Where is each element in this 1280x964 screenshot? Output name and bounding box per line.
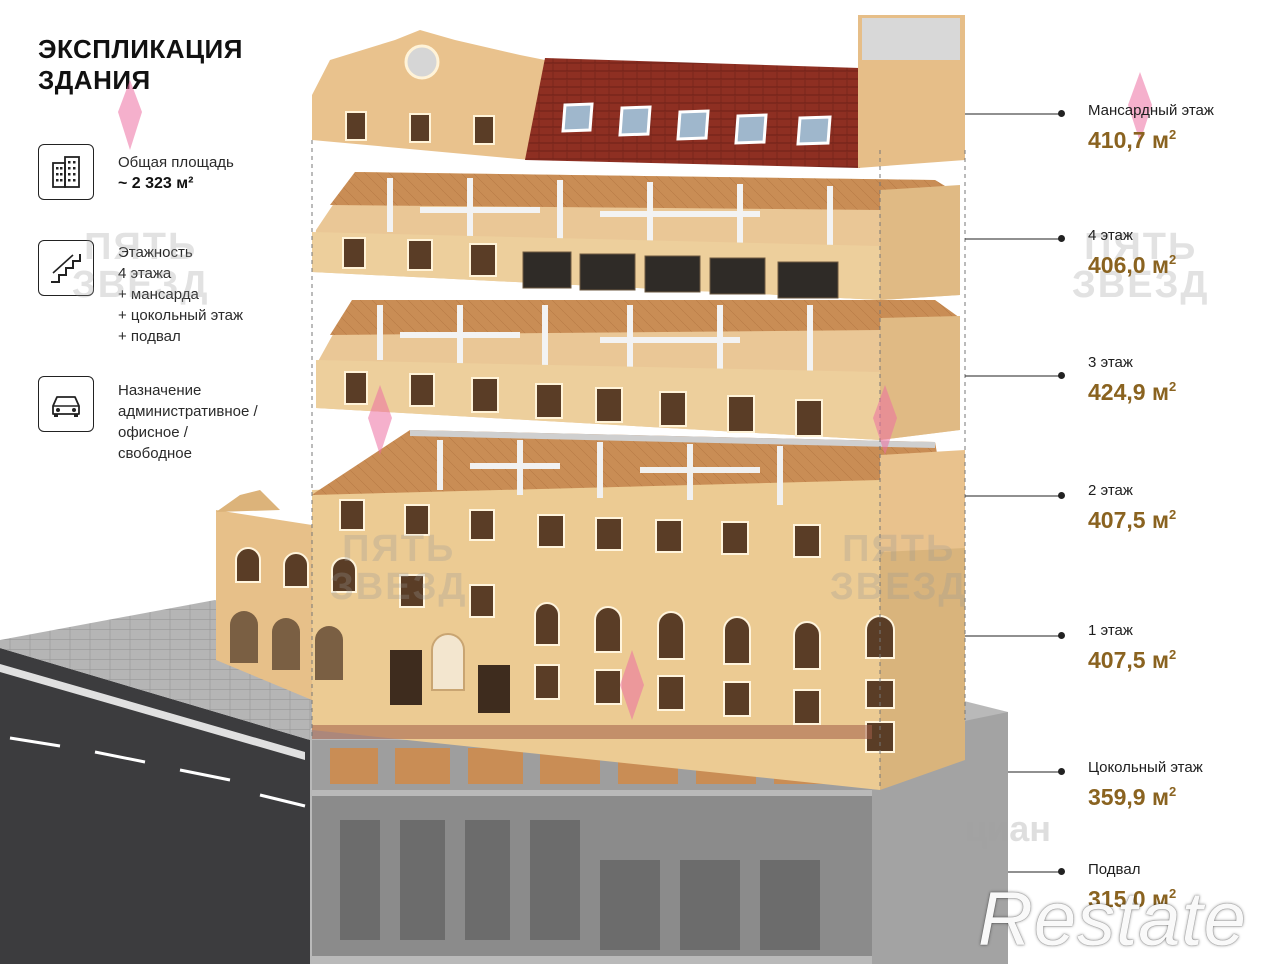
floor-name: Подвал — [1088, 861, 1141, 878]
car-icon — [38, 376, 94, 432]
floor-count-line-2: 4 этажа — [118, 265, 172, 282]
cian-watermark: циан — [965, 808, 1052, 849]
marker-dot — [1058, 768, 1065, 775]
floor-count-line-1: Этажность — [118, 244, 193, 261]
floor-label-mansard: Мансардный этаж 410,7 м2 — [1088, 102, 1214, 155]
floor-area: 315,0 м2 — [1088, 886, 1177, 912]
floor-label-basement: Подвал 315,0 м2 — [1088, 861, 1176, 914]
floor-name: Цокольный этаж — [1088, 759, 1203, 776]
mansard-module — [312, 15, 965, 168]
floor-2-slab — [312, 430, 965, 552]
floor-name: 1 этаж — [1088, 622, 1133, 639]
floor-area: 410,7 м2 — [1088, 127, 1177, 153]
building-icon — [38, 144, 94, 200]
floor-count-line-5: + подвал — [118, 328, 181, 345]
guide-lines — [311, 140, 966, 790]
purpose-line-3: офисное / — [118, 424, 188, 441]
floor-label-2: 2 этаж 407,5 м2 — [1088, 482, 1176, 535]
total-area-value: ~ 2 323 м² — [118, 175, 194, 192]
floor-count-line-4: + цокольный этаж — [118, 307, 244, 324]
floor-area: 359,9 м2 — [1088, 784, 1177, 810]
floor-4-module — [312, 172, 960, 300]
marker-dot — [1058, 110, 1065, 117]
floor-label-1: 1 этаж 407,5 м2 — [1088, 622, 1176, 675]
purpose-line-2: административное / — [118, 403, 258, 420]
marker-dot — [1058, 868, 1065, 875]
floor-area: 406,0 м2 — [1088, 252, 1177, 278]
floor-name: 3 этаж — [1088, 354, 1133, 371]
marker-dot — [1058, 372, 1065, 379]
floor-name: 4 этаж — [1088, 227, 1133, 244]
restate-logo: Restate — [978, 877, 1247, 962]
stairs-icon — [38, 240, 94, 296]
floor-count-line-3: + мансарда — [118, 286, 199, 303]
floor-label-3: 3 этаж 424,9 м2 — [1088, 354, 1176, 407]
lower-facade — [216, 455, 965, 790]
floor-name: Мансардный этаж — [1088, 102, 1214, 119]
floor-3-module — [316, 300, 960, 440]
marker-dot — [1058, 492, 1065, 499]
road — [0, 600, 330, 964]
title-line-1: ЭКСПЛИКАЦИЯ — [38, 34, 243, 64]
purpose-line-4: свободное — [118, 445, 192, 462]
floor-area: 424,9 м2 — [1088, 379, 1177, 405]
floor-area: 407,5 м2 — [1088, 647, 1177, 673]
logo-watermark — [118, 72, 1152, 720]
marker-dot — [1058, 235, 1065, 242]
purpose-line-1: Назначение — [118, 382, 202, 399]
leader-lines — [965, 113, 1060, 873]
total-area-label: Общая площадь — [118, 154, 234, 171]
floor-area: 407,5 м2 — [1088, 507, 1177, 533]
floor-label-cokol: Цокольный этаж 359,9 м2 — [1088, 759, 1203, 812]
floor-name: 2 этаж — [1088, 482, 1133, 499]
floor-label-4: 4 этаж 406,0 м2 — [1088, 227, 1176, 280]
page-title: ЭКСПЛИКАЦИЯ ЗДАНИЯ — [38, 34, 243, 96]
marker-dot — [1058, 632, 1065, 639]
